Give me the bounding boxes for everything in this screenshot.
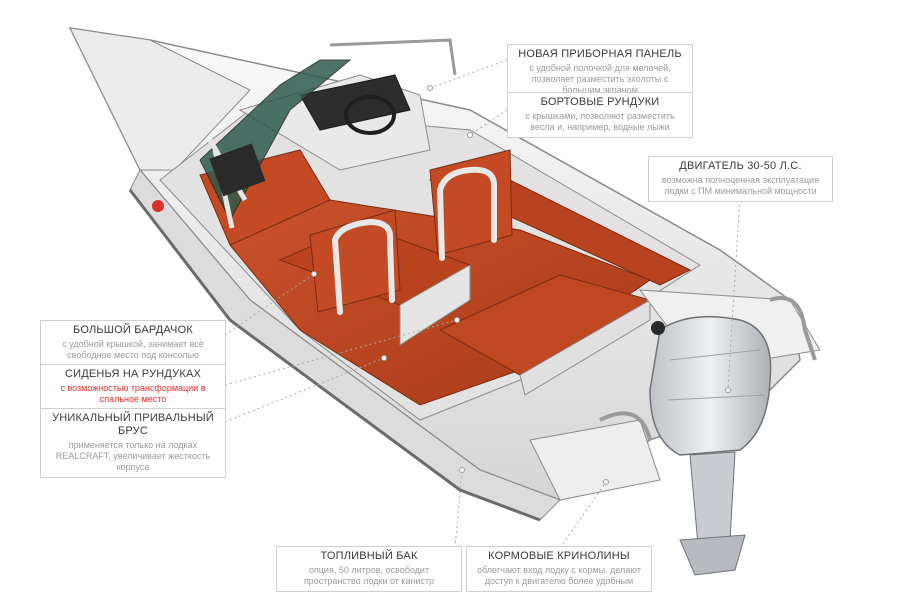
leader-lines [224,59,741,549]
callout-seats: СИДЕНЬЯ НА РУНДУКАХ с возможностью транс… [40,364,226,410]
callout-desc: с крышками, позволяют разместить весла и… [525,111,675,132]
callout-desc: с удобной полочкой для мелочей, позволяе… [529,63,671,95]
callout-title: КОРМОВЫЕ КРИНОЛИНЫ [488,550,630,562]
callout-desc: возможна полноценная эксплуатация лодки … [661,175,820,196]
callout-title: НОВАЯ ПРИБОРНАЯ ПАНЕЛЬ [518,48,682,60]
seat-backs [309,149,513,315]
callout-desc: применяется только на лодках REALCRAFT, … [55,440,211,472]
callout-fuel-tank: ТОПЛИВНЫЙ БАК опция, 50 литров, освободи… [276,546,462,592]
callout-stern-platforms: КОРМОВЫЕ КРИНОЛИНЫ облегчают вход лодку … [466,546,652,592]
callout-rubbing-strake: УНИКАЛЬНЫЙ ПРИВАЛЬНЫЙ БРУС применяется т… [40,408,226,478]
callout-desc: опция, 50 литров, освободит пространство… [303,565,435,586]
anchor-dots [311,85,731,485]
callout-desc: с удобной крышкой, занимает всё свободно… [62,339,204,360]
callout-title: УНИКАЛЬНЫЙ ПРИВАЛЬНЫЙ БРУС [52,412,214,437]
callout-title: ТОПЛИВНЫЙ БАК [320,550,418,562]
callout-title: БОЛЬШОЙ БАРДАЧОК [73,324,193,336]
callout-title: БОРТОВЫЕ РУНДУКИ [540,96,660,108]
callout-engine: ДВИГАТЕЛЬ 30-50 Л.С. возможна полноценна… [648,156,833,202]
callout-title: ДВИГАТЕЛЬ 30-50 Л.С. [679,160,802,172]
callout-side-lockers: БОРТОВЫЕ РУНДУКИ с крышками, позволяют р… [507,92,693,138]
callout-title: СИДЕНЬЯ НА РУНДУКАХ [64,368,202,380]
outboard-engine [649,315,772,576]
callout-desc: облегчают вход лодку с кормы, делают дос… [477,565,641,586]
callout-glovebox: БОЛЬШОЙ БАРДАЧОК с удобной крышкой, зани… [40,320,226,366]
callout-dashboard: НОВАЯ ПРИБОРНАЯ ПАНЕЛЬ с удобной полочко… [507,44,693,101]
callout-desc: с возможностью трансформации в спальное … [60,383,206,404]
console [152,38,457,229]
